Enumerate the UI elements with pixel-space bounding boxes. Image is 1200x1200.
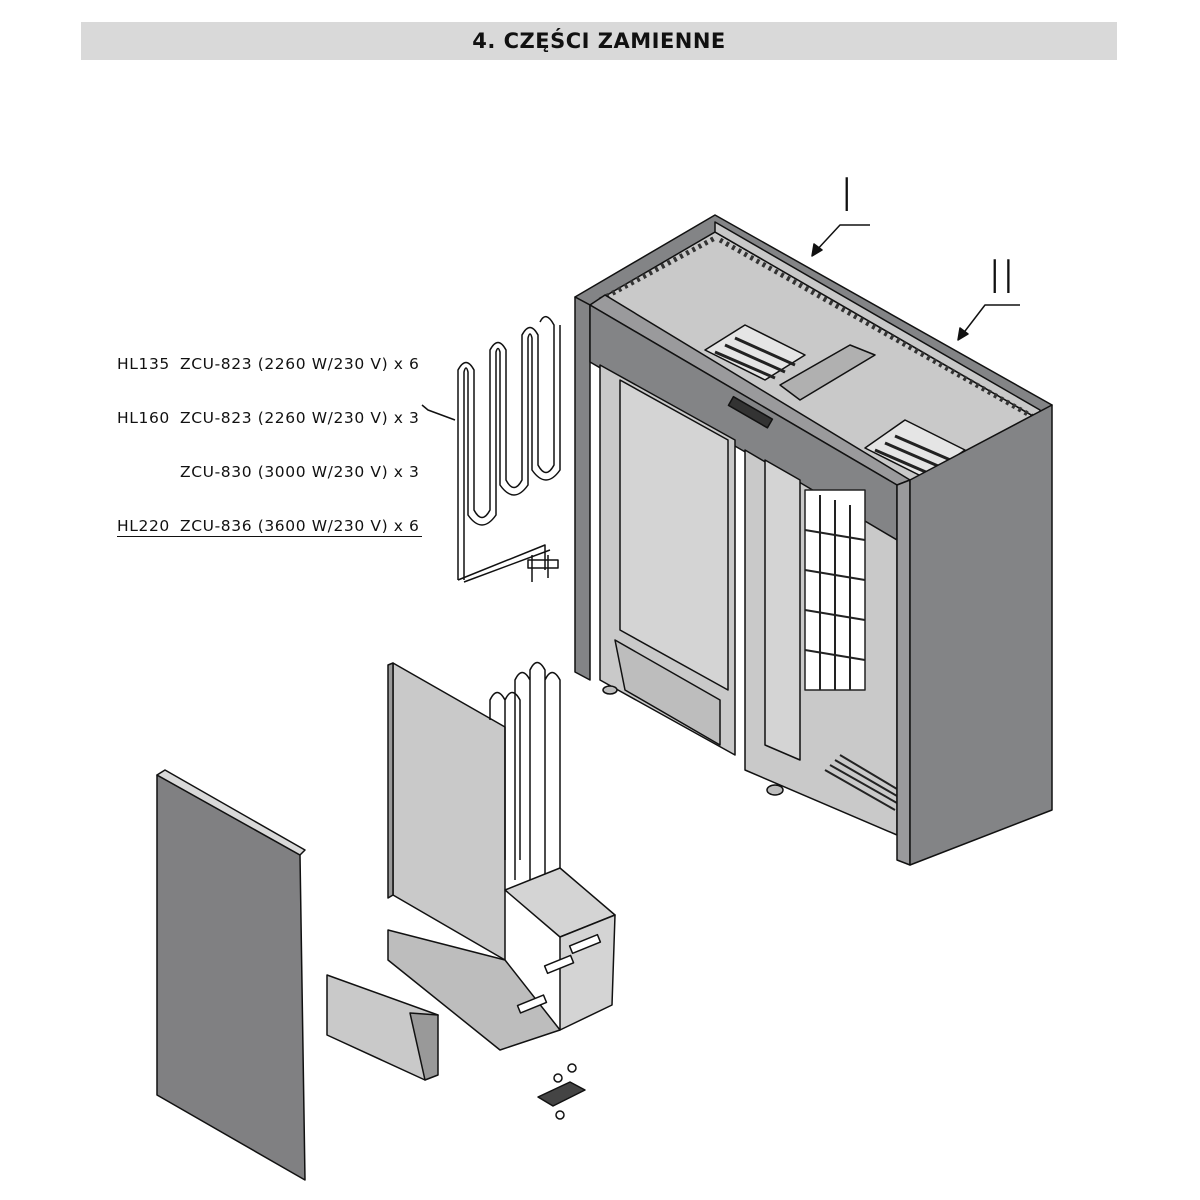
vent-slots	[516, 933, 602, 1014]
exploded-heater-plate	[392, 662, 506, 961]
side-door-panel	[156, 774, 306, 1181]
top-rail-slots	[598, 235, 1037, 421]
callout-arrow-ii	[957, 304, 1020, 341]
cabinet-feet	[602, 685, 784, 796]
cabinet-divider	[779, 344, 876, 401]
cabinet-left-panel	[574, 296, 591, 681]
floor-vents	[824, 754, 898, 811]
stone-grid-slots	[714, 336, 956, 478]
heater-panel-right	[764, 459, 801, 761]
front-cover-plate-side	[409, 1012, 439, 1081]
model-label: HL160	[117, 409, 170, 427]
heater-panel-left	[619, 379, 729, 691]
side-door-panel-edge	[156, 769, 306, 856]
cabinet-back-rim-inner	[714, 221, 1041, 421]
model-label: HL135	[117, 355, 170, 373]
section-title: 4. CZĘŚCI ZAMIENNE	[472, 29, 726, 53]
callout-label-ii: II	[988, 250, 1016, 304]
callout-arrow-i	[811, 224, 870, 257]
parts-row: ZCU-830 (3000 W/230 V) x 3	[117, 463, 422, 481]
part-label: ZCU-823 (2260 W/230 V) x 3	[180, 409, 420, 427]
part-label: ZCU-836 (3600 W/230 V) x 6	[180, 517, 420, 535]
cabinet-right-panel	[909, 404, 1053, 866]
section-header: 4. CZĘŚCI ZAMIENNE	[81, 22, 1117, 60]
parts-row: HL160 ZCU-823 (2260 W/230 V) x 3	[117, 409, 422, 427]
callout-label-i: I	[840, 168, 854, 222]
control-box-left	[614, 639, 721, 746]
parts-row: HL220 ZCU-836 (3600 W/230 V) x 6	[117, 517, 422, 537]
exploded-control-box-side	[387, 929, 561, 1051]
mounting-bracket	[537, 1063, 586, 1120]
model-label: HL220	[117, 517, 170, 535]
leader-line	[421, 404, 456, 421]
part-label: ZCU-823 (2260 W/230 V) x 6	[180, 355, 420, 373]
exploded-heater-plate-edge	[387, 662, 394, 899]
exploded-heating-elements	[489, 661, 561, 880]
parts-row: HL135 ZCU-823 (2260 W/230 V) x 6	[117, 355, 422, 373]
heating-element	[457, 316, 561, 583]
cabinet-right-panel-edge	[896, 479, 911, 866]
part-label: ZCU-830 (3000 W/230 V) x 3	[180, 463, 420, 481]
brand-plate	[727, 395, 774, 429]
